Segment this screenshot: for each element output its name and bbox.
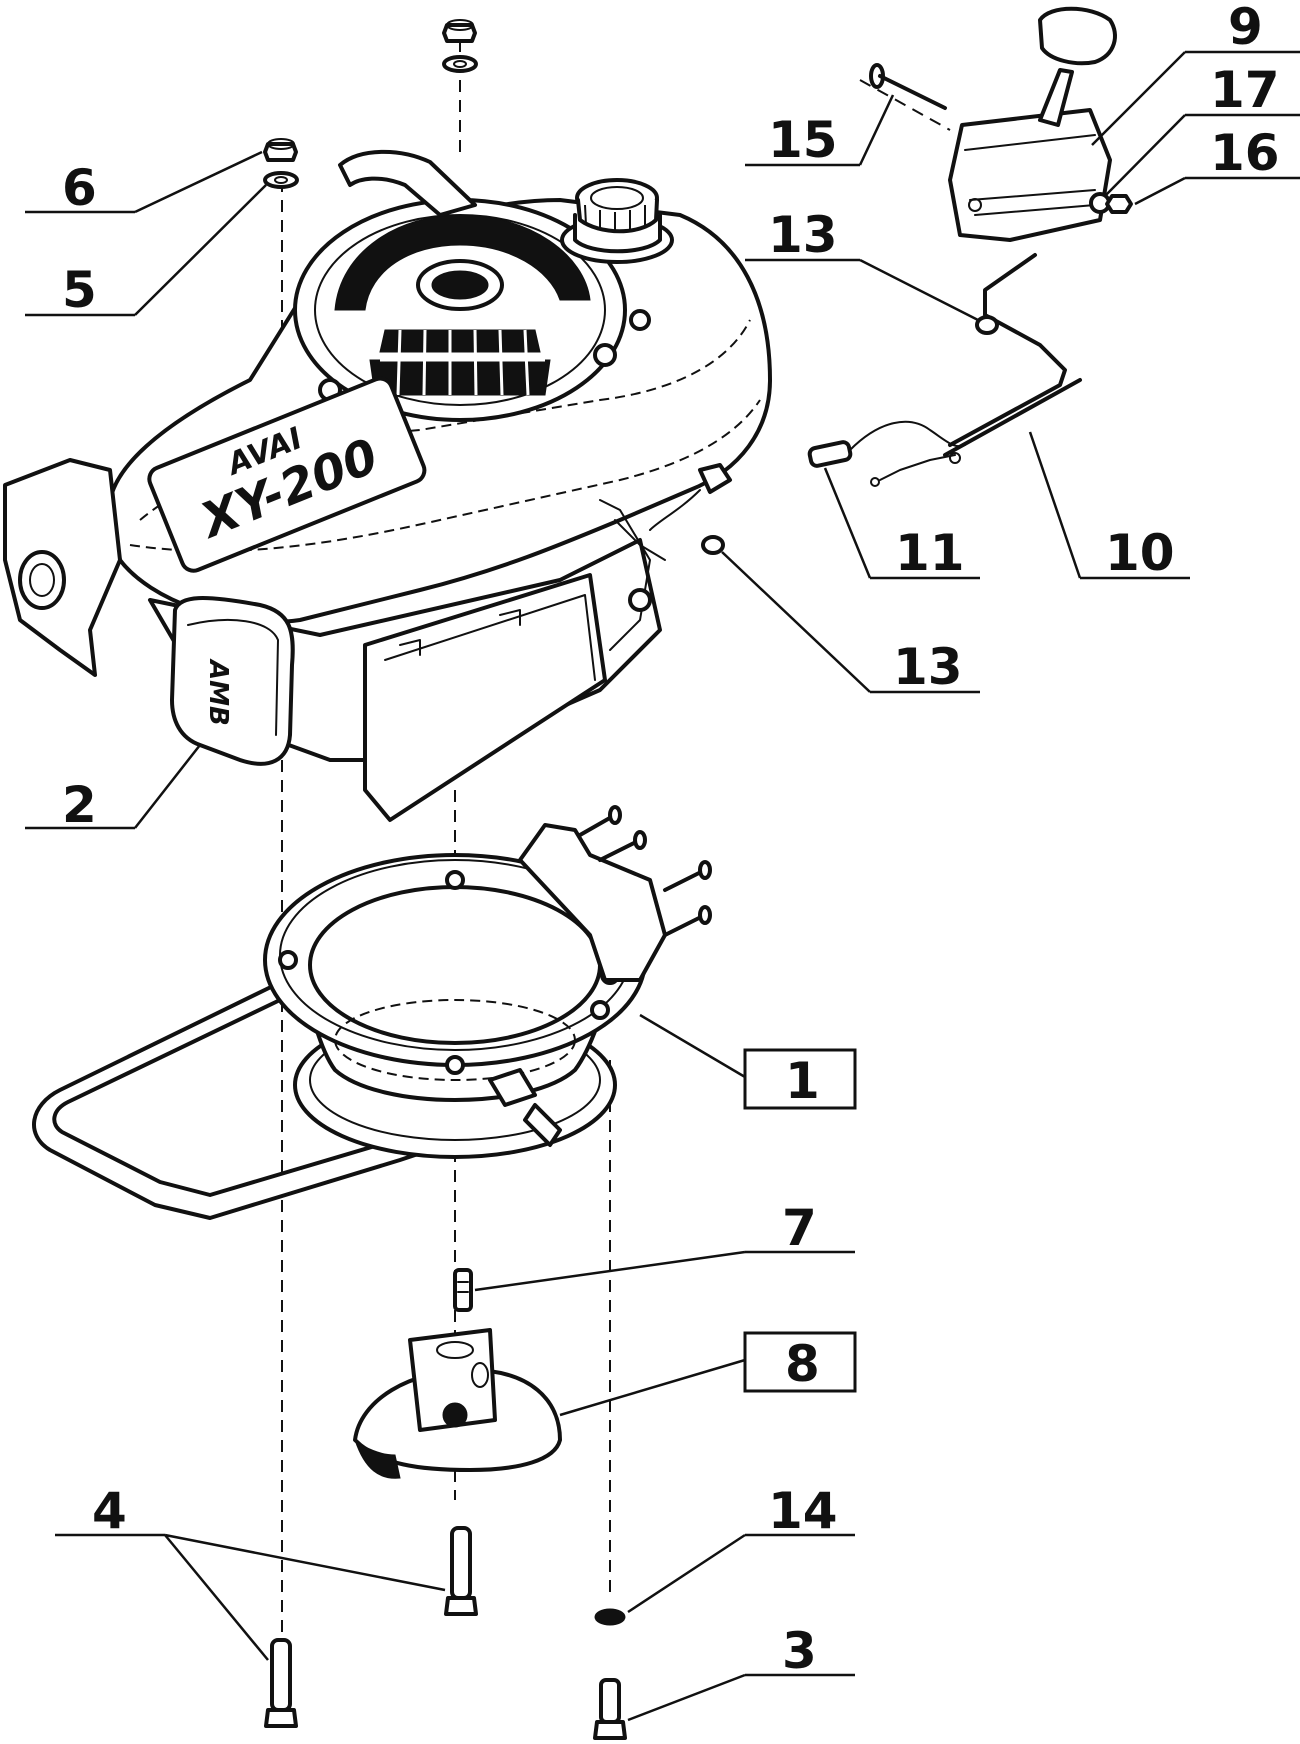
cooling-grille [334,214,591,396]
callout-box-8 [743,1331,857,1393]
throttle-rod [943,253,1082,457]
blade-adapter [353,1328,562,1479]
nut-washer-left [263,138,299,189]
oil-filler-cap [560,178,674,264]
throttle-control [948,6,1117,242]
nut-washer-top [442,19,478,73]
callout-4: 4 [92,1482,127,1540]
bolt-4-center [444,1526,478,1616]
callout-1: 1 [785,1052,820,1110]
leader-lines [25,50,1300,1722]
pin-15 [869,63,947,110]
callouts: 1 2 3 4 5 6 7 8 9 10 11 13 13 14 15 16 1… [62,0,1280,1680]
callout-16: 16 [1210,124,1280,182]
callout-5: 5 [62,261,97,319]
callout-15: 15 [768,111,838,169]
callout-7: 7 [782,1199,817,1257]
pin-7 [453,1268,473,1312]
filter-badge-text: AMB [203,658,233,726]
engine: AVAI XY-200 AMB [3,149,772,822]
callout-13-top: 13 [768,206,838,264]
deck-base [32,805,712,1220]
washer-5 [263,171,299,189]
bracket-studs [578,805,712,937]
callout-box-1 [743,1048,857,1110]
callout-9: 9 [1228,0,1263,56]
callout-8: 8 [785,1335,820,1393]
air-filter [363,573,607,822]
deck-bracket [518,823,667,982]
throttle-cable [807,420,966,487]
callout-13-lower: 13 [893,638,963,696]
nut-16 [1105,194,1133,214]
muffler: AMB [170,596,295,766]
bolt-3 [593,1678,627,1740]
throttle-knob [1038,6,1117,66]
bolt-4-left [264,1638,298,1728]
engine-badge: AVAI XY-200 [147,376,427,573]
clip-13-top [975,315,999,335]
starter-handle [338,149,477,217]
callout-14: 14 [768,1482,838,1540]
callout-2: 2 [62,776,97,834]
callout-6: 6 [62,159,97,217]
callout-10: 10 [1105,524,1175,582]
clip-13-lower [701,535,725,555]
callout-17: 17 [1210,61,1280,119]
callout-3: 3 [782,1622,817,1680]
callout-11: 11 [895,524,965,582]
washer-14 [594,1608,626,1626]
